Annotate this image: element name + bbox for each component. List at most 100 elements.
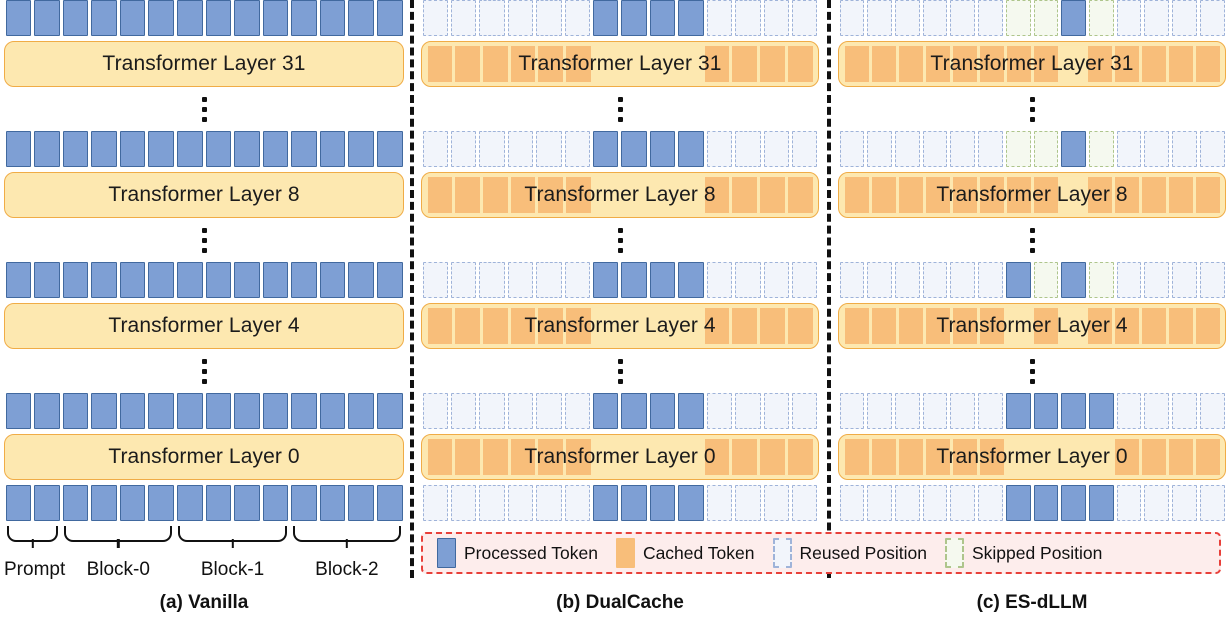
cache-cell-cached-13 <box>787 177 813 213</box>
cache-cell-cached-11 <box>1141 439 1166 475</box>
cache-cell-cached-13 <box>1195 46 1220 82</box>
token-processed-0 <box>5 262 32 298</box>
token-reused-0 <box>422 485 448 521</box>
token-reused-11 <box>735 485 761 521</box>
cache-cell-cached-11 <box>732 46 758 82</box>
transformer-layer-31: Transformer Layer 31 <box>4 41 404 87</box>
token-reused-5 <box>978 485 1003 521</box>
layer-label: Transformer Layer 8 <box>108 183 300 206</box>
cache-cell-cached-1 <box>455 308 480 344</box>
token-row-above-layer-0 <box>838 393 1226 429</box>
cache-cell-cached-0 <box>427 46 453 82</box>
token-reused-0 <box>839 485 865 521</box>
token-reused-4 <box>950 131 976 167</box>
cache-cell-cached-9 <box>1087 46 1112 82</box>
token-reused-1 <box>867 485 892 521</box>
layer-label: Transformer Layer 4 <box>524 314 716 337</box>
legend-item-processed: Processed Token <box>437 538 598 568</box>
cache-cell-empty-1 <box>38 308 63 344</box>
transformer-layer-4: Transformer Layer 4 <box>4 303 404 349</box>
cache-cell-empty-1 <box>38 46 63 82</box>
brace-block-0 <box>61 526 175 548</box>
token-reused-1 <box>867 0 892 36</box>
cache-cell-cached-1 <box>871 439 896 475</box>
token-reused-11 <box>1144 262 1170 298</box>
token-skipped-7 <box>1033 262 1059 298</box>
cache-cell-cached-12 <box>1168 177 1193 213</box>
token-skipped-6 <box>1005 131 1031 167</box>
token-processed-8 <box>649 262 676 298</box>
cache-cell-cached-10 <box>704 439 730 475</box>
legend-item-reused: Reused Position <box>772 538 927 568</box>
brace-label-block-2: Block-2 <box>315 559 379 580</box>
cache-cell-empty-12 <box>345 308 370 344</box>
cache-cell-cached-1 <box>871 308 896 344</box>
cache-cell-empty-11 <box>317 308 342 344</box>
cache-cell-cached-10 <box>1114 439 1139 475</box>
token-skipped-7 <box>1033 131 1059 167</box>
token-reused-13 <box>1199 393 1225 429</box>
token-reused-12 <box>1172 393 1197 429</box>
token-reused-4 <box>950 262 976 298</box>
token-processed-13 <box>377 393 403 429</box>
token-processed-10 <box>291 0 317 36</box>
token-processed-7 <box>205 131 232 167</box>
token-processed-5 <box>148 0 174 36</box>
token-reused-4 <box>950 0 976 36</box>
layer-label: Transformer Layer 31 <box>930 52 1134 75</box>
token-reused-13 <box>1199 0 1225 36</box>
token-row-above-layer-31 <box>4 0 404 36</box>
token-reused-1 <box>450 0 477 36</box>
token-reused-2 <box>894 262 920 298</box>
token-reused-1 <box>450 393 477 429</box>
caption-panel-c: (c) ES-dLLM <box>976 592 1088 613</box>
cache-strip <box>426 46 814 82</box>
token-processed-0 <box>5 485 32 521</box>
token-processed-6 <box>176 485 203 521</box>
token-reused-2 <box>894 0 920 36</box>
cache-cell-cached-0 <box>427 308 453 344</box>
ellipsis-0 <box>838 92 1226 126</box>
token-reused-4 <box>536 131 562 167</box>
token-processed-6 <box>593 0 619 36</box>
brace-label-block-0: Block-0 <box>86 559 150 580</box>
token-reused-11 <box>1144 485 1170 521</box>
cache-cell-cached-7 <box>1033 308 1058 344</box>
cache-cell-cached-6 <box>1006 177 1031 213</box>
cache-cell-empty-13 <box>373 439 398 475</box>
token-processed-6 <box>176 262 203 298</box>
cache-cell-cached-2 <box>898 308 923 344</box>
transformer-layer-0: Transformer Layer 0 <box>838 434 1226 480</box>
cache-cell-cached-12 <box>760 177 785 213</box>
token-reused-4 <box>536 262 562 298</box>
token-processed-13 <box>377 262 403 298</box>
token-processed-6 <box>176 131 203 167</box>
token-skipped-6 <box>1005 0 1031 36</box>
token-reused-4 <box>950 393 976 429</box>
token-reused-5 <box>564 393 591 429</box>
cache-cell-cached-12 <box>1168 439 1193 475</box>
token-reused-13 <box>1199 131 1225 167</box>
panel-divider-1 <box>410 0 414 578</box>
token-reused-2 <box>894 131 920 167</box>
token-processed-1 <box>34 131 60 167</box>
cache-cell-cached-4 <box>952 177 977 213</box>
transformer-layer-31: Transformer Layer 31 <box>838 41 1226 87</box>
token-processed-8 <box>1061 393 1086 429</box>
token-row-above-layer-8 <box>421 131 819 167</box>
legend-label-processed: Processed Token <box>464 542 598 563</box>
token-processed-12 <box>348 262 375 298</box>
cache-cell-cached-2 <box>482 439 508 475</box>
token-processed-2 <box>62 393 89 429</box>
cache-cell-cached-1 <box>871 177 896 213</box>
token-processed-1 <box>34 485 60 521</box>
token-processed-3 <box>91 485 117 521</box>
token-processed-5 <box>148 262 174 298</box>
cache-cell-cached-4 <box>538 177 564 213</box>
token-processed-12 <box>348 393 375 429</box>
ellipsis-2 <box>421 354 819 388</box>
cache-cell-cached-1 <box>455 46 480 82</box>
token-processed-2 <box>62 0 89 36</box>
token-processed-8 <box>234 262 260 298</box>
